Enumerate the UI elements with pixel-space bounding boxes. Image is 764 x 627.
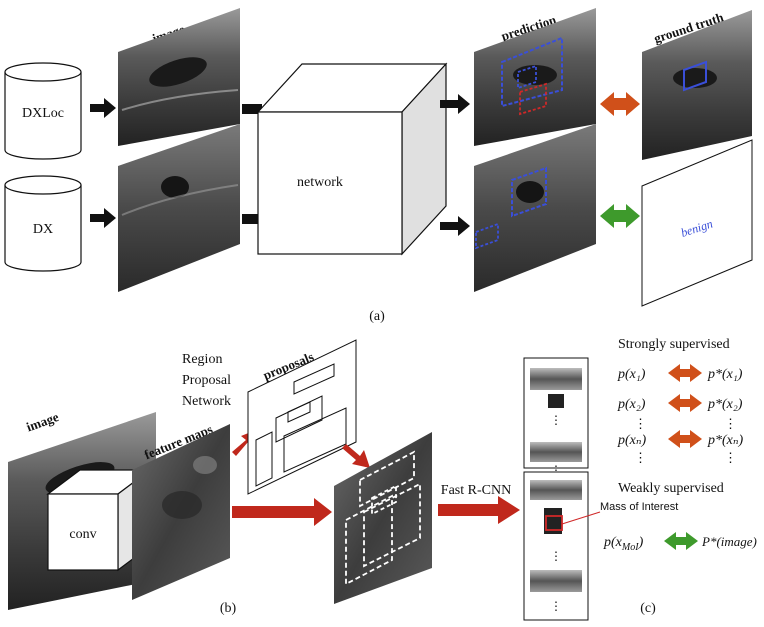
rpn-label-line3: Network xyxy=(182,394,231,409)
ground-truth-box-blue xyxy=(683,60,707,92)
svg-text:p(xMoI): p(xMoI) xyxy=(603,535,644,553)
fast-rcnn-label: Fast R-CNN xyxy=(441,483,511,498)
arrow-image-to-network-top xyxy=(242,104,262,114)
database-dxloc: DXLoc xyxy=(4,62,82,160)
feature-maps xyxy=(132,424,230,600)
weak-formula-sub: MoI xyxy=(621,542,639,553)
arrow-roi-to-fast-rcnn-output xyxy=(438,496,520,524)
network-cube: network xyxy=(256,62,448,256)
weak-supervision-formula: p(xMoI) P*(image) xyxy=(603,532,757,553)
ultrasound-image-bottom-a xyxy=(118,124,240,292)
roi-feature-map xyxy=(334,432,432,604)
strong-dots-right: ⋮ xyxy=(724,416,737,431)
strong-row-2-arrow xyxy=(668,394,702,412)
network-label: network xyxy=(297,175,343,190)
arrow-image-to-network-bottom xyxy=(242,214,262,224)
caption-a: (a) xyxy=(369,309,385,324)
caption-b: (b) xyxy=(220,601,237,616)
caption-c: (c) xyxy=(640,601,656,616)
strong-row-n-right: p*(xₙ) xyxy=(707,433,744,448)
arrow-network-to-prediction-top xyxy=(440,94,470,114)
strong-strip-dots-1: ⋮ xyxy=(550,413,562,427)
strong-dots-right-2: ⋮ xyxy=(724,450,737,465)
ground-truth-image xyxy=(642,10,752,160)
database-label-dx: DX xyxy=(33,222,53,237)
prediction-image-top xyxy=(474,8,596,146)
weak-strip-dots-2: ⋮ xyxy=(550,599,562,613)
ground-truth-label-card: benign xyxy=(641,139,753,307)
strong-dots-left: ⋮ xyxy=(634,416,647,431)
arrow-network-to-prediction-bottom xyxy=(440,216,470,236)
weak-supervision-title: Weakly supervised xyxy=(618,481,724,496)
arrow-compare-localization xyxy=(600,92,640,116)
database-dx: DX xyxy=(4,175,82,272)
rpn-label-line2: Proposal xyxy=(182,373,231,388)
weak-formula-close: ) xyxy=(638,535,644,550)
strong-row-n-left: p(xₙ) xyxy=(617,433,647,448)
strong-supervision-strip: ⋮ ⋮ xyxy=(523,357,589,477)
prediction-box-blue-corner xyxy=(475,222,499,250)
strong-dots-left-2: ⋮ xyxy=(634,450,647,465)
strong-row-2-left: p(x₂) xyxy=(617,397,646,412)
ultrasound-image-top-a xyxy=(118,8,240,146)
database-label-dxloc: DXLoc xyxy=(22,106,64,121)
mass-of-interest-box xyxy=(545,515,563,531)
weak-formula-arrow xyxy=(664,532,698,550)
weak-strip-dots-1: ⋮ xyxy=(550,549,562,563)
prediction-box-blue-small xyxy=(517,64,537,90)
prediction-box-blue-mass xyxy=(511,166,547,218)
weak-formula-right: P*(image) xyxy=(701,534,757,549)
conv-label: conv xyxy=(69,527,96,542)
strong-row-1-left: p(x₁) xyxy=(617,367,646,382)
prediction-box-blue-large xyxy=(501,36,563,108)
prediction-image-bottom xyxy=(474,124,596,292)
strong-row-n-arrow xyxy=(668,430,702,448)
arrow-compare-classification xyxy=(600,204,640,228)
rpn-label-line1: Region xyxy=(182,352,222,367)
image-label-b: image xyxy=(24,409,61,435)
mass-of-interest-leader xyxy=(561,511,601,525)
mass-of-interest-label: Mass of Interest xyxy=(600,501,678,513)
arrow-dxloc-to-image xyxy=(90,98,116,118)
weak-supervision-strip: ⋮ ⋮ xyxy=(523,471,589,621)
strong-row-1-right: p*(x₁) xyxy=(707,367,743,382)
arrow-features-to-roi xyxy=(232,498,332,526)
weak-formula-left: p(x xyxy=(603,535,623,550)
strong-row-2-right: p*(x₂) xyxy=(707,397,743,412)
strong-supervision-title: Strongly supervised xyxy=(618,337,730,352)
arrow-dx-to-image xyxy=(90,208,116,228)
strong-row-1-arrow xyxy=(668,364,702,382)
arrow-proposals-to-roi xyxy=(342,444,370,468)
